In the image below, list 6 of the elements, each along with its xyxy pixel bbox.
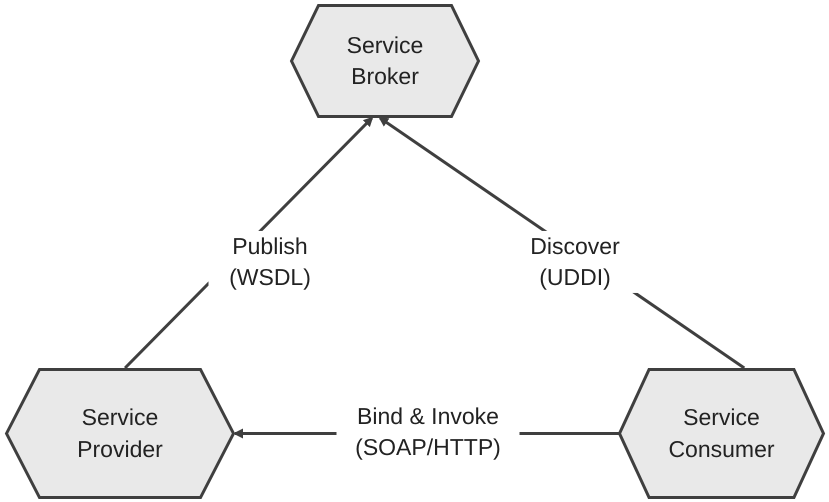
node-label: Service Provider: [76, 403, 164, 464]
service-hexagon: [618, 368, 825, 499]
node-label: Service Broker: [346, 30, 424, 91]
node-label: Service Consumer: [667, 403, 776, 464]
service-hexagon: [5, 368, 235, 499]
service-hexagon: [290, 4, 480, 118]
